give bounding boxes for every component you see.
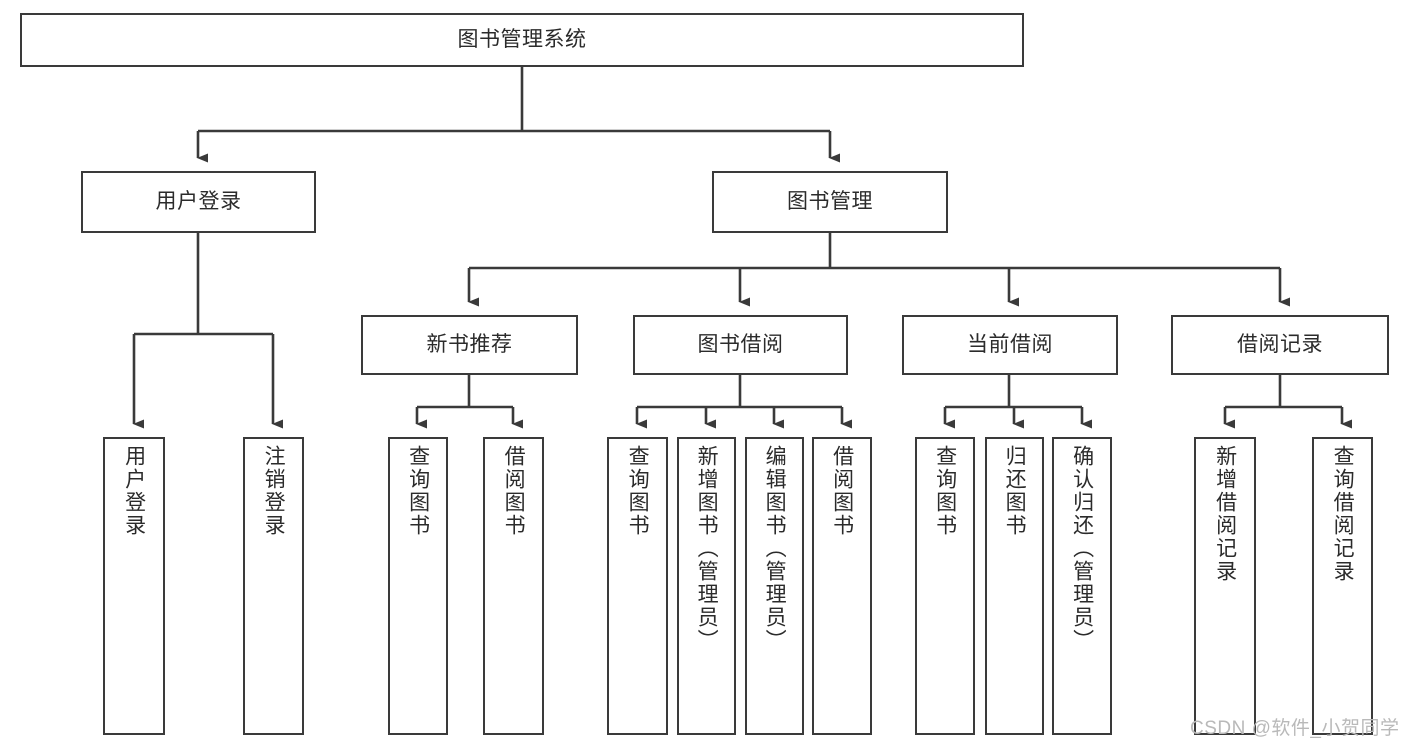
node-user-login-label: 用户登录 [155,189,242,213]
node-current-borrow-label: 当前借阅 [967,332,1053,356]
node-leaf-edit-book-label: 编辑图书（管理员） [763,445,787,652]
node-book-borrow[interactable]: 图书借阅 [633,315,848,375]
node-leaf-user-login[interactable]: 用户登录 [103,437,165,735]
csdn-watermark: CSDN @软件_小贺同学 [1190,718,1400,739]
node-leaf-logout[interactable]: 注销登录 [243,437,304,735]
node-leaf-confirm-return-label: 确认归还（管理员） [1070,445,1094,652]
node-root-label: 图书管理系统 [457,27,587,51]
node-book-management-label: 图书管理 [787,189,873,213]
node-leaf-query-book-2-label: 查询图书 [626,445,650,537]
node-book-management[interactable]: 图书管理 [712,171,948,233]
node-leaf-borrow-book-2-label: 借阅图书 [830,445,854,537]
node-leaf-confirm-return[interactable]: 确认归还（管理员） [1052,437,1112,735]
node-leaf-query-book-3[interactable]: 查询图书 [915,437,975,735]
node-leaf-logout-label: 注销登录 [262,445,286,537]
node-borrow-record[interactable]: 借阅记录 [1171,315,1389,375]
node-leaf-add-record[interactable]: 新增借阅记录 [1194,437,1256,735]
node-leaf-return-book[interactable]: 归还图书 [985,437,1044,735]
node-leaf-add-book[interactable]: 新增图书（管理员） [677,437,736,735]
node-leaf-edit-book[interactable]: 编辑图书（管理员） [745,437,804,735]
node-leaf-borrow-book-1-label: 借阅图书 [502,445,526,537]
node-leaf-query-book-1[interactable]: 查询图书 [388,437,448,735]
node-leaf-query-book-1-label: 查询图书 [406,445,430,537]
node-leaf-query-book-3-label: 查询图书 [933,445,957,537]
node-new-book-recommend[interactable]: 新书推荐 [361,315,578,375]
node-leaf-add-book-label: 新增图书（管理员） [695,445,719,652]
node-leaf-query-record[interactable]: 查询借阅记录 [1312,437,1373,735]
node-current-borrow[interactable]: 当前借阅 [902,315,1118,375]
node-book-borrow-label: 图书借阅 [697,332,784,356]
node-leaf-borrow-book-1[interactable]: 借阅图书 [483,437,544,735]
node-borrow-record-label: 借阅记录 [1237,332,1323,356]
node-leaf-user-login-label: 用户登录 [122,445,146,537]
node-leaf-query-book-2[interactable]: 查询图书 [607,437,668,735]
node-leaf-borrow-book-2[interactable]: 借阅图书 [812,437,872,735]
node-new-book-recommend-label: 新书推荐 [426,332,513,356]
node-user-login[interactable]: 用户登录 [81,171,316,233]
node-leaf-return-book-label: 归还图书 [1003,445,1027,537]
node-leaf-add-record-label: 新增借阅记录 [1213,445,1237,583]
node-root[interactable]: 图书管理系统 [20,13,1024,67]
node-leaf-query-record-label: 查询借阅记录 [1331,445,1355,583]
